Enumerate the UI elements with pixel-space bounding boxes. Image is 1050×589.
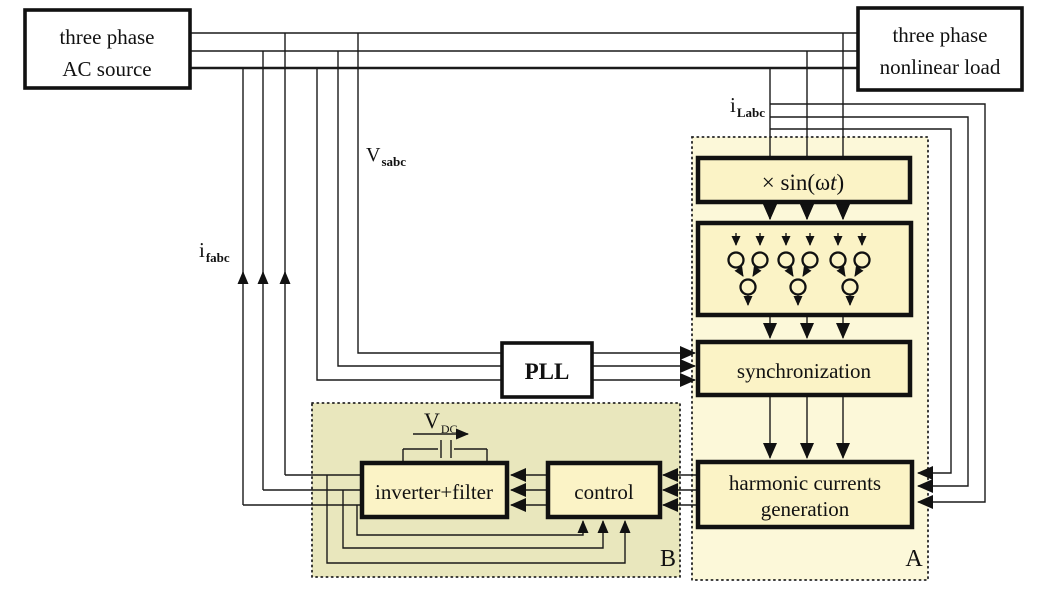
ifabc-label: ifabc <box>199 238 230 265</box>
phase-lines <box>190 32 858 70</box>
ilabc-wires <box>763 33 986 509</box>
vdc-label: VDC <box>424 408 458 436</box>
multiplier-label: × sin(ωt) <box>762 170 844 195</box>
ac-source-line1: three phase <box>59 25 154 49</box>
chain-arrows <box>763 202 850 459</box>
ilabc-label: iLabc <box>730 93 765 120</box>
inverter-filter-box: inverter+filter <box>359 460 510 520</box>
pll-box: PLL <box>500 341 594 399</box>
dc-link <box>402 428 488 462</box>
filter-cluster-2 <box>777 233 819 306</box>
synchronization-label: synchronization <box>737 359 872 383</box>
ac-source-line2: AC source <box>62 57 151 81</box>
region-b-label: B <box>660 546 676 572</box>
synchronization-box: synchronization <box>695 339 913 398</box>
load-line1: three phase <box>892 23 987 47</box>
harmonic-generation-box: harmonic currents generation <box>695 459 915 530</box>
harmonic-label-line2: generation <box>761 497 850 521</box>
load-line2: nonlinear load <box>880 55 1001 79</box>
feedback-wires <box>326 475 631 564</box>
multiplier-box: × sin(ωt) <box>695 155 913 205</box>
control-box: control <box>545 460 663 520</box>
vsabc-label: Vsabc <box>366 144 406 169</box>
ifabc-wires <box>237 33 362 506</box>
filter-cluster-1 <box>727 233 769 306</box>
inverter-filter-label: inverter+filter <box>375 480 493 504</box>
vsabc-wires <box>316 33 502 381</box>
control-label: control <box>574 480 634 504</box>
region-a-label: A <box>905 546 923 572</box>
harmonic-label-line1: harmonic currents <box>729 471 881 495</box>
pll-label: PLL <box>525 359 570 384</box>
nonlinear-load-box: three phase nonlinear load <box>856 6 1024 92</box>
filter-bank-box <box>695 220 914 318</box>
ac-source-box: three phase AC source <box>23 8 192 90</box>
filter-cluster-3 <box>829 233 871 306</box>
reference-arrows <box>510 468 698 512</box>
pll-to-sync-arrows <box>592 346 696 387</box>
